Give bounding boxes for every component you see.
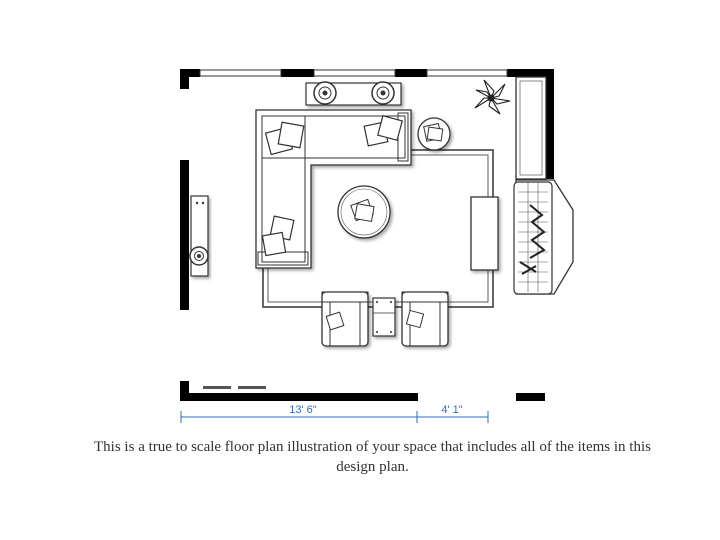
top-wall-right-corner <box>507 69 554 77</box>
caption: This is a true to scale floor plan illus… <box>94 439 651 475</box>
armchair-left[interactable] <box>321 291 369 347</box>
window <box>313 69 396 77</box>
window <box>426 69 508 77</box>
left-wall-middle <box>180 160 189 310</box>
top-wall-left-corner <box>180 69 200 77</box>
potted-plant-icon <box>474 79 511 115</box>
dimension-label-width: 13' 6" <box>289 404 317 416</box>
bottom-wall-right <box>516 393 545 401</box>
fireplace-logs-icon <box>519 204 546 275</box>
left-console-table[interactable] <box>189 195 209 277</box>
dimension-label-opening: 4' 1" <box>441 404 462 416</box>
window <box>199 69 282 77</box>
right-wall <box>546 69 554 179</box>
sectional-sofa[interactable] <box>255 109 412 269</box>
bottom-wall-left <box>180 393 418 401</box>
round-side-table[interactable] <box>417 117 451 151</box>
accent-side-table[interactable] <box>372 297 396 337</box>
top-wall-segment <box>281 69 314 77</box>
throw-pillows <box>261 115 403 257</box>
table-lamp <box>313 81 337 105</box>
fireplace <box>513 179 574 295</box>
door-threshold <box>203 386 266 389</box>
left-wall-top-stub <box>180 69 189 89</box>
top-wall-segment <box>395 69 427 77</box>
round-coffee-table[interactable] <box>337 185 391 239</box>
table-lamp <box>371 81 395 105</box>
built-in-shelf <box>515 76 547 180</box>
armchair-right[interactable] <box>401 291 449 347</box>
left-wall-bottom-stub <box>180 381 189 401</box>
dimension-lines <box>180 411 489 423</box>
walls <box>180 69 554 401</box>
windows <box>199 69 508 77</box>
sofa-details <box>257 112 409 266</box>
bench[interactable] <box>470 196 499 271</box>
